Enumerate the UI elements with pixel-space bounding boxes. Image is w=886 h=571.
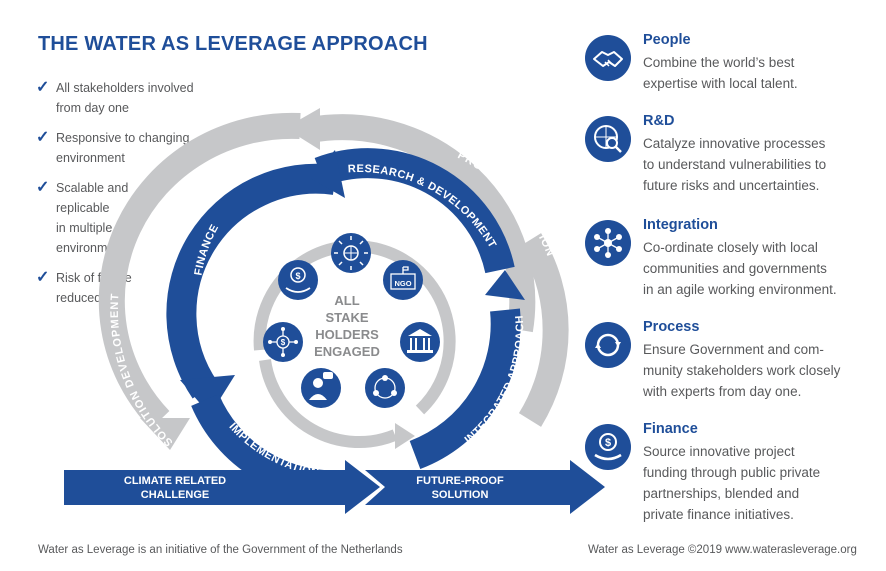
checklist-text: All stakeholders involved from day one [56, 81, 194, 115]
government-building-icon [400, 322, 440, 362]
page-title: THE WATER AS LEVERAGE APPROACH [38, 33, 428, 55]
svg-text:HOLDERS: HOLDERS [315, 327, 379, 342]
handshake-icon [585, 35, 631, 81]
pillar-title: Integration [643, 217, 718, 233]
ngo-icon: NGO [383, 260, 423, 300]
pillar-title: Process [643, 319, 700, 335]
pillar-text: Co-ordinate closely with local communiti… [643, 240, 837, 297]
checkmark-icon: ✓ [36, 179, 50, 196]
svg-text:$: $ [295, 271, 300, 281]
community-network-icon [365, 368, 405, 408]
svg-text:NGO: NGO [394, 279, 411, 288]
person-speaking-icon [301, 368, 341, 408]
cycle-icon [585, 322, 631, 368]
footer-initiative: Water as Leverage is an initiative of th… [38, 544, 403, 556]
future-proof-solution-arrow: FUTURE-PROOF SOLUTION [365, 460, 605, 514]
pillar-title: R&D [643, 113, 675, 129]
pillar-text: Source innovative project funding throug… [643, 444, 821, 522]
pillar-title: People [643, 32, 691, 48]
outer-grey-ring [98, 108, 569, 450]
checklist-item: ✓ Responsive to changing environment [36, 128, 216, 168]
checkmark-icon: ✓ [36, 79, 50, 96]
checkmark-icon: ✓ [36, 129, 50, 146]
finance-network-icon: $ [263, 322, 303, 362]
checklist-item: ✓ All stakeholders involved from day one [36, 78, 216, 118]
money-hand-icon: $ [585, 424, 631, 470]
network-icon [585, 220, 631, 266]
svg-text:ENGAGED: ENGAGED [314, 344, 380, 359]
svg-text:ALL: ALL [334, 293, 359, 308]
svg-text:SOLUTION: SOLUTION [432, 489, 489, 501]
svg-text:CHALLENGE: CHALLENGE [141, 489, 209, 501]
svg-text:$: $ [605, 437, 611, 449]
svg-text:FUTURE-PROOF: FUTURE-PROOF [416, 475, 504, 487]
money-hand-icon: $ [278, 260, 318, 300]
checkmark-icon: ✓ [36, 269, 50, 286]
pillar-text: Catalyze innovative processes to underst… [643, 136, 827, 193]
inner-grey-ring [253, 240, 456, 449]
pillar-text: Ensure Government and com- munity stakeh… [643, 342, 841, 399]
pillar-text: Combine the world’s best expertise with … [643, 55, 798, 91]
climate-challenge-arrow: CLIMATE RELATED CHALLENGE [64, 460, 380, 514]
svg-text:$: $ [281, 338, 286, 347]
globe-network-icon [331, 233, 371, 273]
globe-search-icon [585, 116, 631, 162]
svg-text:CLIMATE RELATED: CLIMATE RELATED [124, 475, 226, 487]
pillar-title: Finance [643, 421, 698, 437]
center-label: ALL STAKE HOLDERS ENGAGED [314, 293, 380, 359]
svg-text:STAKE: STAKE [325, 310, 368, 325]
footer-copyright: Water as Leverage ©2019 www.wateraslever… [588, 544, 857, 556]
checklist-text: Responsive to changing environment [56, 131, 190, 165]
